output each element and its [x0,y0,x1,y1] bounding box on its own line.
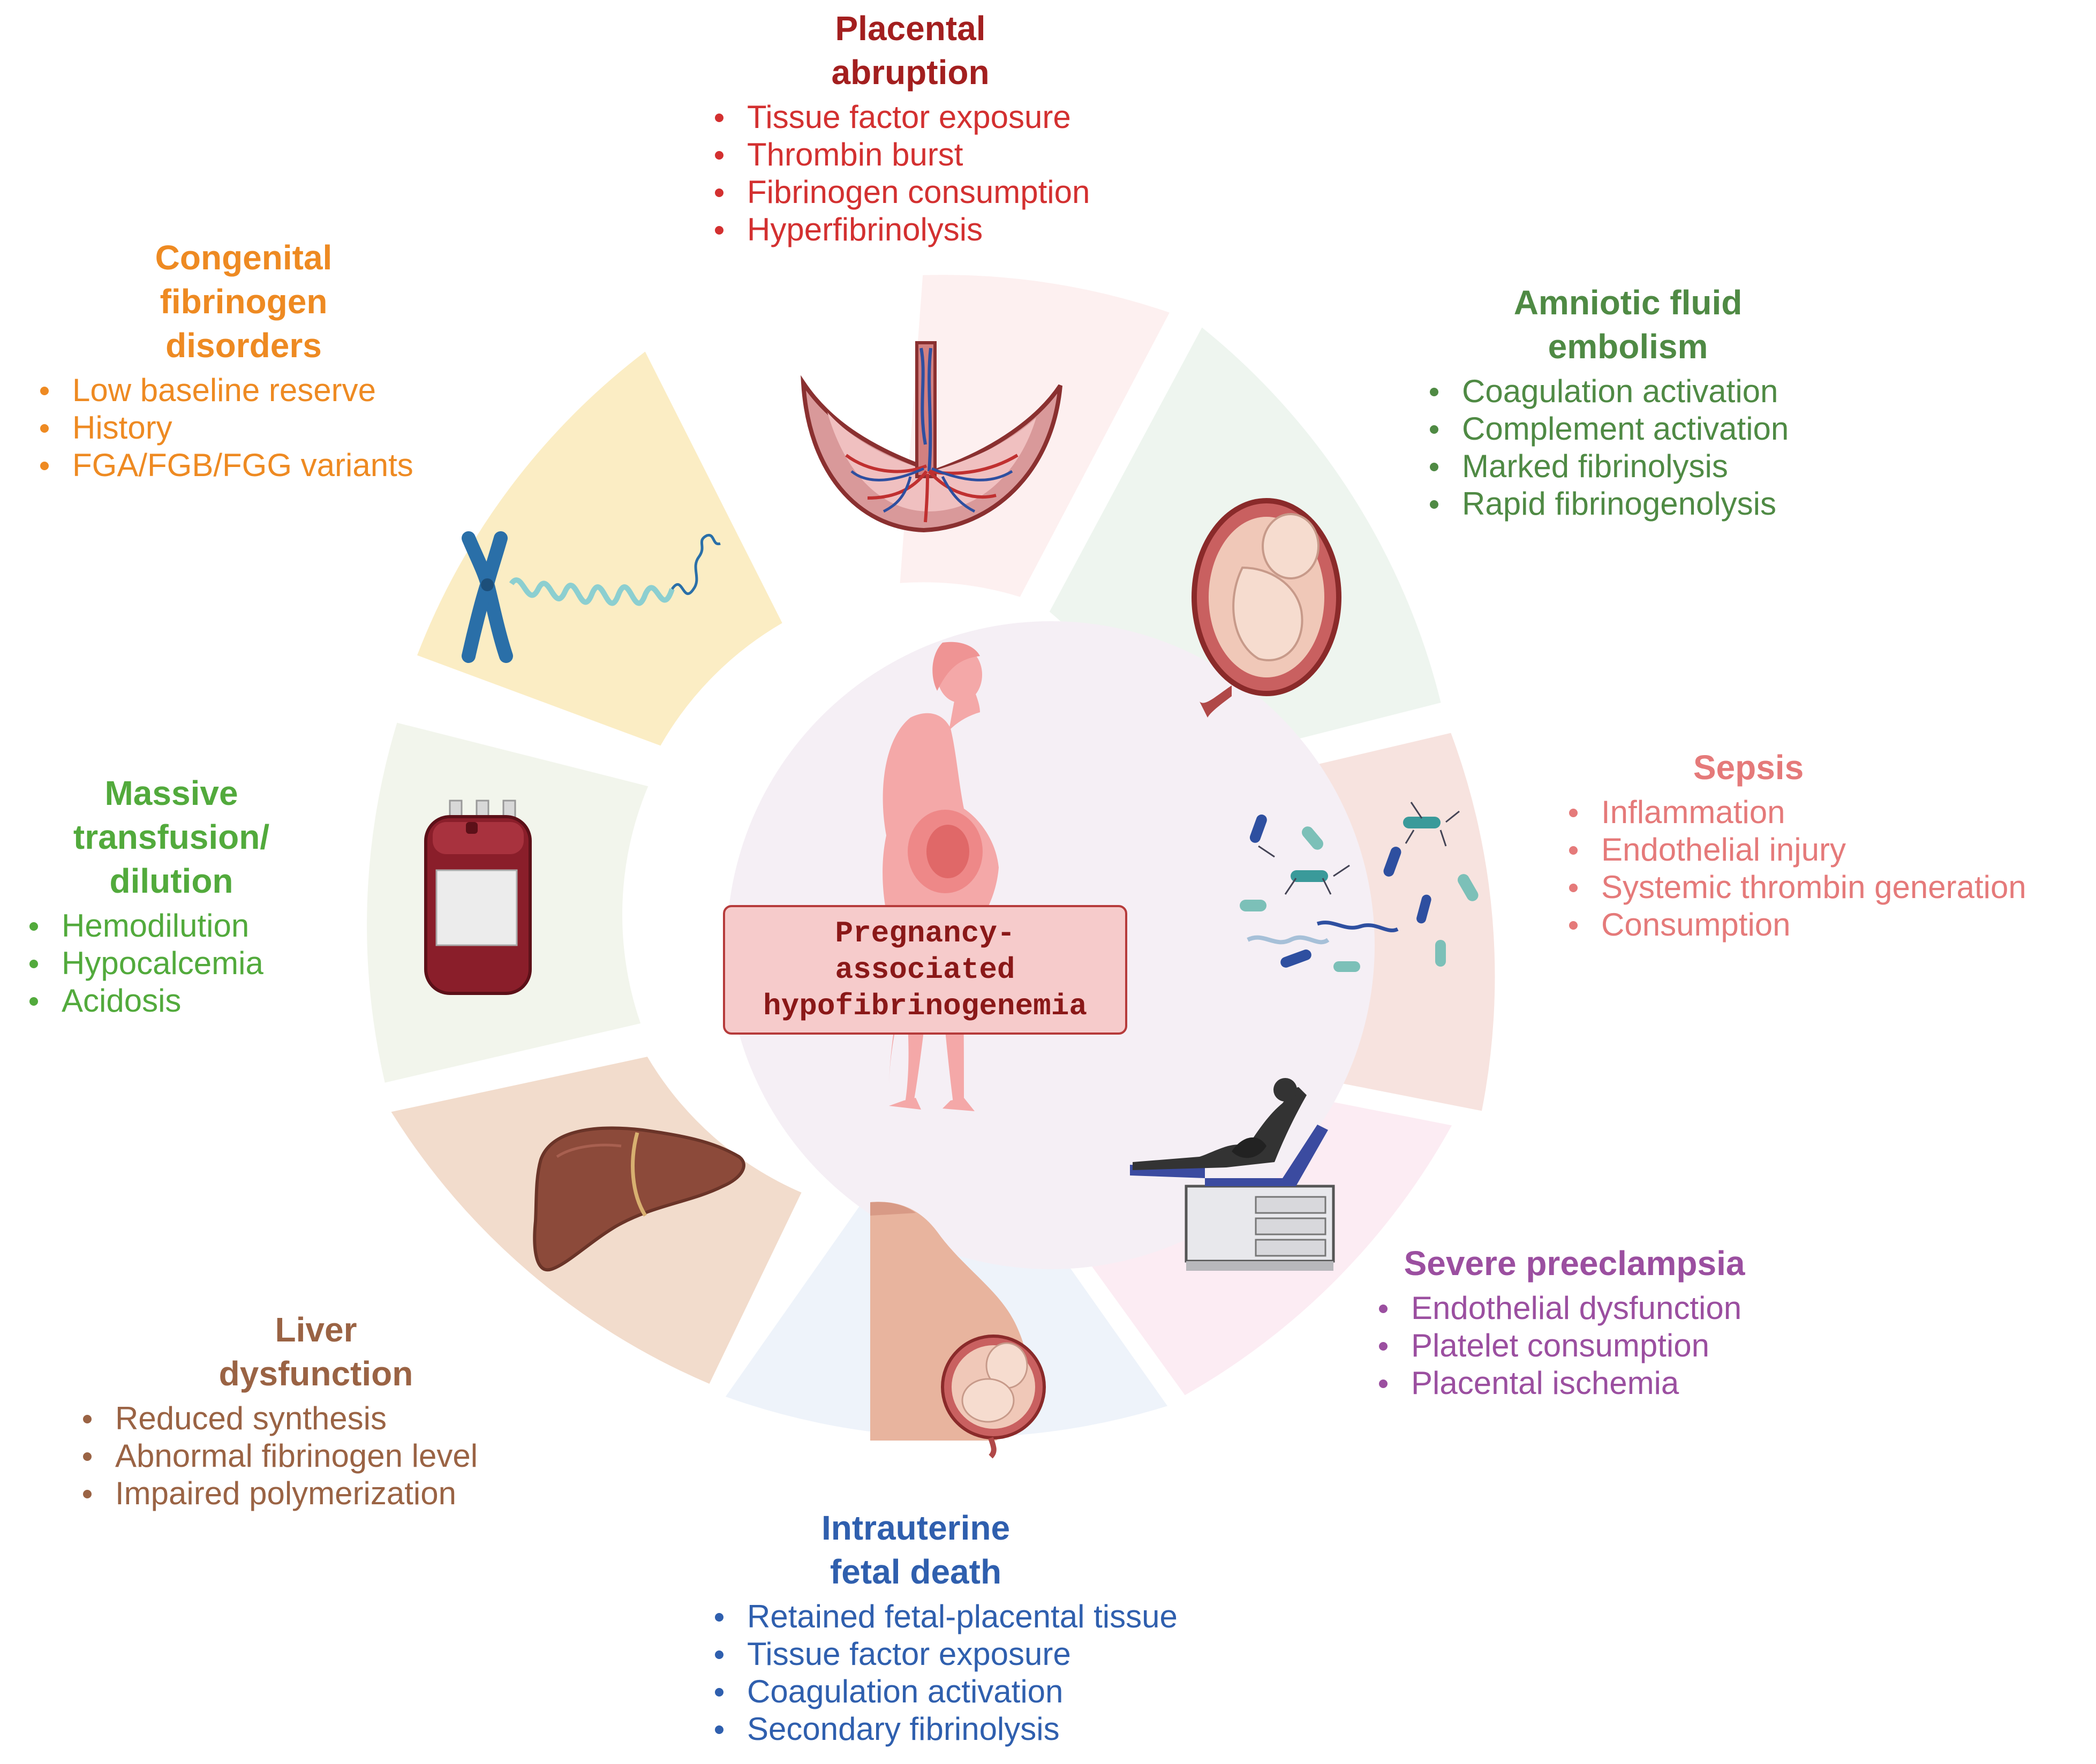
center-label-line-2: associated [835,953,1015,987]
placenta-icon [801,341,1062,533]
list-item: Tissue factor exposure [707,99,1114,136]
list-item: Impaired polymerization [75,1475,557,1512]
fetus-in-uterus-icon [1192,498,1341,718]
cause-title: Sepsis [1561,745,1936,789]
cause-bullet-list: Low baseline reserve History FGA/FGB/FGG… [32,372,493,484]
cause-bullet-list: Hemodilution Hypocalcemia Acidosis [21,907,321,1020]
list-item: Secondary fibrinolysis [707,1710,1242,1748]
cause-amniotic-fluid-embolism: Amniotic fluid embolism Coagulation acti… [1422,281,1850,523]
list-item: Hypocalcemia [21,945,321,982]
cause-title-line: Congenital [155,238,333,277]
cause-bullet-list: Inflammation Endothelial injury Systemic… [1561,794,2091,944]
cause-severe-preeclampsia: Severe preeclampsia Endothelial dysfunct… [1371,1241,1799,1402]
list-item: Thrombin burst [707,136,1114,174]
list-item: Rapid fibrinogenolysis [1422,485,1850,523]
cause-title-line: Amniotic fluid [1513,283,1743,322]
cause-intrauterine-fetal-death: Intrauterine fetal death Retained fetal-… [707,1506,1242,1748]
center-label-line-1: Pregnancy- [835,916,1015,951]
pregnant-abdomen-icon [870,1202,1046,1459]
cause-title-line: abruption [831,53,990,92]
cause-title: Amniotic fluid embolism [1411,281,1845,368]
list-item: Retained fetal-placental tissue [707,1598,1242,1635]
list-item: Hyperfibrinolysis [707,211,1114,248]
cause-title-line: fetal death [830,1552,1002,1591]
cause-title: Liver dysfunction [75,1308,557,1396]
cause-title: Placental abruption [707,6,1114,94]
center-label-line-3: hypofibrinogenemia [763,989,1087,1023]
cause-title-line: dysfunction [218,1354,413,1393]
cause-bullet-list: Retained fetal-placental tissue Tissue f… [707,1598,1242,1748]
cause-title-line: Liver [275,1310,357,1349]
blood-bag-icon [424,800,532,995]
list-item: Low baseline reserve [32,372,493,409]
cause-bullet-list: Endothelial dysfunction Platelet consump… [1371,1290,1799,1402]
cause-bullet-list: Coagulation activation Complement activa… [1422,373,1850,523]
cause-title: Intrauterine fetal death [707,1506,1125,1594]
list-item: Tissue factor exposure [707,1635,1242,1673]
list-item: FGA/FGB/FGG variants [32,447,493,484]
list-item: Coagulation activation [707,1673,1242,1710]
list-item: Coagulation activation [1422,373,1850,410]
cause-title: Severe preeclampsia [1371,1241,1778,1285]
cause-massive-transfusion: Massive transfusion/ dilution Hemodiluti… [21,771,321,1020]
list-item: Fibrinogen consumption [707,174,1114,211]
center-label-box: Pregnancy- associated hypofibrinogenemia [723,905,1127,1035]
cause-congenital-fibrinogen-disorders: Congenital fibrinogen disorders Low base… [32,236,493,484]
cause-title-line: Placental [835,9,986,48]
cause-title-line: Sepsis [1693,748,1804,787]
cause-liver-dysfunction: Liver dysfunction Reduced synthesis Abno… [75,1308,557,1512]
cause-sepsis: Sepsis Inflammation Endothelial injury S… [1561,745,2091,944]
cause-title: Congenital fibrinogen disorders [32,236,455,367]
cause-title-line: Intrauterine [821,1509,1011,1547]
list-item: Acidosis [21,982,321,1020]
list-item: Systemic thrombin generation [1561,869,2091,906]
chromosome-dna-icon [462,531,721,663]
liver-icon [533,1126,745,1272]
list-item: Complement activation [1422,410,1850,448]
list-item: Placental ischemia [1371,1365,1799,1402]
cause-title-line: disorders [165,326,322,365]
cause-bullet-list: Tissue factor exposure Thrombin burst Fi… [707,99,1114,248]
cause-title-line: embolism [1548,327,1708,366]
cause-bullet-list: Reduced synthesis Abnormal fibrinogen le… [75,1400,557,1512]
list-item: History [32,409,493,447]
cause-title-line: dilution [109,862,233,900]
cause-title-line: transfusion/ [73,818,270,856]
cause-placental-abruption: Placental abruption Tissue factor exposu… [707,6,1114,248]
hospital-bed-icon [1130,1078,1335,1271]
list-item: Hemodilution [21,907,321,945]
list-item: Reduced synthesis [75,1400,557,1437]
list-item: Endothelial injury [1561,831,2091,869]
list-item: Abnormal fibrinogen level [75,1437,557,1475]
list-item: Inflammation [1561,794,2091,831]
bacteria-icon [1240,802,1479,972]
list-item: Marked fibrinolysis [1422,448,1850,485]
cause-title-line: Severe preeclampsia [1404,1244,1745,1283]
cause-title: Massive transfusion/ dilution [21,771,321,903]
list-item: Consumption [1561,906,2091,944]
list-item: Platelet consumption [1371,1327,1799,1365]
cause-title-line: fibrinogen [160,282,328,321]
cause-title-line: Massive [104,774,238,812]
list-item: Endothelial dysfunction [1371,1290,1799,1327]
